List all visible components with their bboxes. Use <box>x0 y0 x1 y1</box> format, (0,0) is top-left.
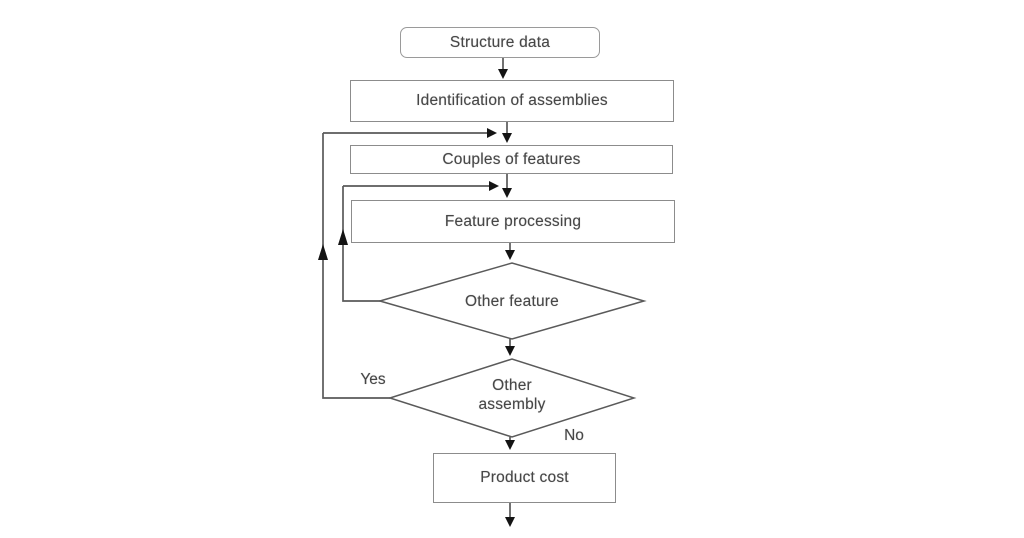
node-couples-of-features: Couples of features <box>350 145 673 174</box>
node-couples-of-features-label: Couples of features <box>442 150 581 168</box>
node-product-cost-label: Product cost <box>480 469 569 486</box>
node-identification-of-assemblies: Identification of assemblies <box>350 80 674 122</box>
node-other-assembly-shape <box>387 358 637 438</box>
node-structure-data: Structure data <box>400 27 600 58</box>
node-identification-of-assemblies-label: Identification of assemblies <box>416 92 608 109</box>
node-other-assembly-label: Other assembly <box>478 377 546 413</box>
node-other-feature-label: Other feature <box>465 292 559 310</box>
node-product-cost: Product cost <box>433 453 616 503</box>
node-feature-processing-label: Feature processing <box>444 212 582 230</box>
node-feature-processing: Feature processing <box>351 200 675 243</box>
edge-other-assembly-yes-loop <box>318 128 497 399</box>
edge-label-no: No <box>564 427 584 444</box>
node-structure-data-label: Structure data <box>449 33 551 51</box>
edge-label-yes: Yes <box>360 371 386 388</box>
edge-other-feature-loop <box>338 181 499 302</box>
node-other-feature-shape <box>377 262 647 340</box>
